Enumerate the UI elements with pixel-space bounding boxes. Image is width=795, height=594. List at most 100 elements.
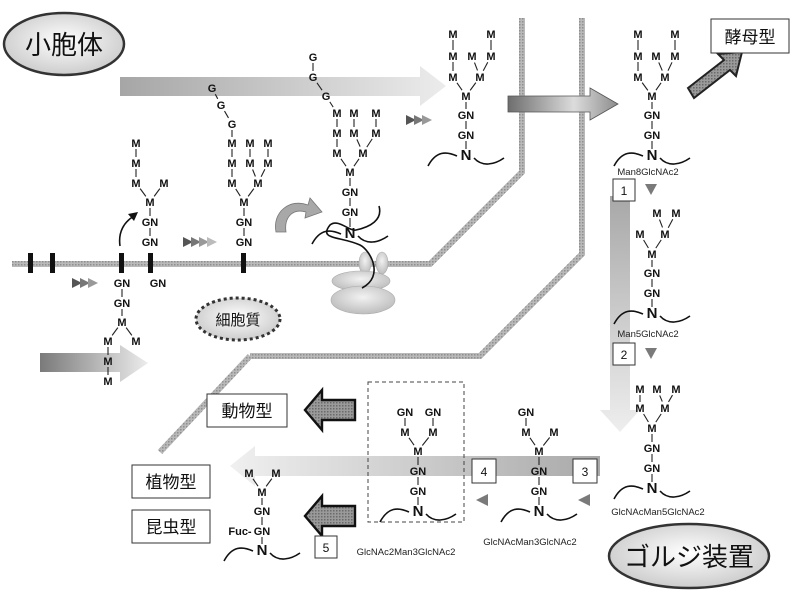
golgi-membrane-diagonal (157, 353, 253, 455)
step-box-5: 5 (314, 535, 338, 559)
mannose-residue: M (521, 427, 530, 439)
glucose-residue: G (322, 91, 331, 103)
mannose-residue: M (227, 138, 236, 150)
mannose-residue: M (131, 138, 140, 150)
mannose-residue: M (145, 197, 154, 209)
mannose-residue: M (475, 72, 484, 84)
peptide-backbone-right (357, 235, 389, 243)
glycosidic-bond (235, 188, 241, 197)
mannose-residue: M (257, 487, 266, 499)
glycosidic-bond (252, 478, 259, 487)
translocon-pore-right (375, 251, 389, 275)
mannose-residue: M (461, 91, 470, 103)
asparagine-residue: N (461, 147, 472, 164)
mannose-residue: M (651, 51, 660, 63)
mannose-residue: M (660, 403, 669, 415)
svg-text:4: 4 (481, 465, 488, 479)
chevron-icon (406, 115, 416, 125)
cytosol-label: 細胞質 (215, 311, 260, 329)
glcnac-residue: GN (254, 526, 271, 538)
membranes (12, 18, 585, 455)
glucose-residue: G (309, 72, 318, 84)
svg-text:3: 3 (582, 465, 589, 479)
glycosidic-bond (529, 437, 536, 446)
mannose-residue: M (633, 51, 642, 63)
mannose-residue: M (633, 72, 642, 84)
mannose-residue: M (159, 178, 168, 190)
insect-type-label: 昆虫型 (146, 518, 197, 538)
mannose-residue: M (647, 91, 656, 103)
glucose-residue: G (309, 52, 318, 64)
mannose-residue: M (371, 128, 380, 140)
oligosaccharide-transfer-arrow (275, 197, 323, 233)
svg-text:5: 5 (323, 541, 330, 555)
glycosidic-bond (655, 413, 662, 423)
asparagine-residue: N (345, 225, 356, 242)
glycosidic-bond (643, 239, 649, 249)
glycosidic-bond (473, 62, 479, 71)
er-lumen-flow-arrow (120, 66, 446, 106)
svg-text:1: 1 (621, 184, 628, 198)
mannose-residue: M (239, 197, 248, 209)
mannose-residue: M (117, 317, 126, 329)
mannose-residue: M (263, 158, 272, 170)
dolichol-anchor (148, 253, 153, 273)
glycosidic-bond (356, 139, 361, 147)
glycosidic-bond (641, 82, 649, 91)
dolichol-anchor (28, 253, 33, 273)
mannose-residue: M (448, 51, 457, 63)
dolichol-anchors (28, 253, 246, 273)
mannose-residue: M (534, 446, 543, 458)
golgi-label-group: ゴルジ装置 (607, 522, 771, 590)
mannose-residue: M (647, 249, 656, 261)
chevron-icon (207, 237, 217, 247)
glcnac-residue: GN (458, 130, 475, 142)
mannose-residue: M (131, 178, 140, 190)
glcnac-residue: GN (114, 278, 131, 290)
glcnac-residue: GN (236, 217, 253, 229)
glycosidic-bond (224, 110, 229, 119)
glcnac-residue: GN (410, 466, 427, 478)
peptide-backbone-right (473, 157, 505, 165)
glycosidic-bond (482, 61, 489, 72)
chevron-icon (191, 237, 201, 247)
mannose-residue: M (131, 336, 140, 348)
glcnac-residue: GN (644, 443, 661, 455)
dolichol-anchor (241, 253, 246, 273)
glycosidic-bond (643, 413, 649, 423)
mannose-residue: M (671, 384, 680, 396)
glycosidic-bond (667, 218, 674, 229)
asparagine-residue: N (647, 305, 658, 322)
peptide-backbone-left (379, 508, 410, 523)
mannose-residue: M (245, 138, 254, 150)
step1-triangle (645, 184, 657, 195)
svg-text:2: 2 (621, 348, 628, 362)
caption-man8: Man8GlcNAc2 (617, 167, 678, 178)
golgi-membrane (250, 18, 585, 359)
glcnac-residue: GN (410, 486, 427, 498)
glycosidic-bond (153, 188, 161, 197)
flip-arrow (118, 215, 135, 247)
peptide-backbone-left (223, 547, 254, 562)
glycosidic-bond (252, 169, 256, 177)
peptide-backbone-left (427, 152, 458, 167)
animal-type-label: 動物型 (222, 402, 273, 422)
golgi-vertical-flow-arrow (600, 196, 640, 432)
mannose-residue: M (349, 108, 358, 120)
mannose-residue: M (635, 384, 644, 396)
step2-triangle (645, 348, 657, 359)
glycosidic-bond (667, 62, 673, 71)
chevron-icon (199, 237, 209, 247)
insect-export-arrow (303, 492, 357, 540)
glycosidic-bond (456, 82, 463, 91)
glycosidic-bond (260, 169, 266, 177)
nascent-peptide (326, 205, 381, 289)
mannose-residue: M (413, 446, 422, 458)
